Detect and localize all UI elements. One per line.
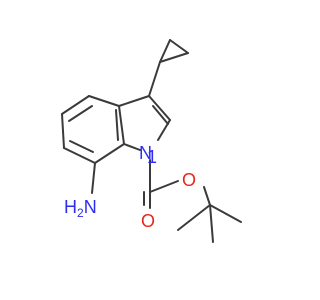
bond — [169, 39, 189, 54]
bond — [94, 143, 125, 164]
bond — [88, 95, 120, 107]
pyrrole-ring — [118, 95, 171, 151]
bond — [68, 105, 93, 122]
bond — [177, 204, 211, 231]
benzene-ring — [61, 95, 125, 164]
bond-c3-cyclopropyl — [148, 61, 161, 97]
bond — [149, 180, 179, 193]
bond — [115, 109, 119, 141]
bond — [61, 113, 65, 149]
bond — [61, 95, 90, 115]
bond — [118, 105, 125, 145]
bond — [159, 39, 171, 63]
atom-n1-label: N — [139, 143, 152, 163]
bond — [63, 147, 96, 164]
atom-n1-locant: 1 — [147, 147, 157, 167]
amine-sub: 2 — [77, 206, 84, 220]
bond — [209, 204, 214, 243]
bond — [209, 204, 242, 223]
bond — [152, 105, 169, 125]
bond — [159, 52, 189, 63]
bond — [69, 140, 94, 153]
bond — [123, 143, 141, 151]
bond — [118, 95, 150, 107]
amine-h: H — [64, 197, 77, 217]
bond-c7-nh2 — [91, 162, 96, 194]
bond — [203, 186, 211, 206]
amine-n: N — [84, 197, 97, 217]
bond — [148, 95, 171, 121]
cyclopropyl-ring — [159, 39, 189, 63]
amine-label: H2N — [64, 197, 97, 220]
boc-group — [143, 159, 242, 243]
ester-o-label: O — [182, 170, 196, 190]
molecule-structure: N 1 H2N O O — [61, 39, 242, 243]
bond — [157, 119, 171, 141]
carbonyl-o-label: O — [141, 211, 155, 231]
